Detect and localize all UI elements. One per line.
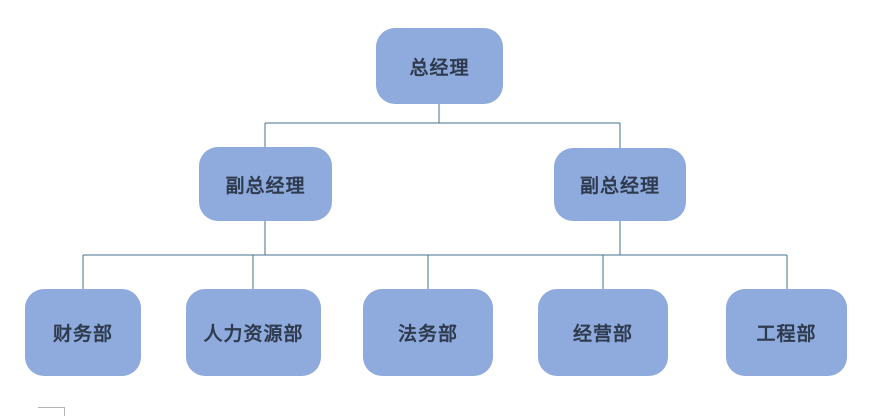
org-node-general-manager[interactable]: 总经理 bbox=[376, 28, 503, 104]
node-label-hr-dept: 人力资源部 bbox=[203, 324, 304, 345]
node-label-finance-dept: 财务部 bbox=[52, 324, 113, 345]
org-node-engineering-dept[interactable]: 工程部 bbox=[726, 289, 847, 376]
org-node-deputy-general-manager-left[interactable]: 副总经理 bbox=[199, 147, 332, 221]
org-node-operations-dept[interactable]: 经营部 bbox=[538, 289, 668, 376]
node-label-deputy-general-manager-right: 副总经理 bbox=[579, 176, 660, 197]
org-node-hr-dept[interactable]: 人力资源部 bbox=[186, 289, 321, 376]
node-label-general-manager: 总经理 bbox=[409, 57, 470, 79]
org-node-legal-dept[interactable]: 法务部 bbox=[363, 289, 493, 376]
cropped-object-corner bbox=[38, 407, 65, 416]
org-node-deputy-general-manager-right[interactable]: 副总经理 bbox=[554, 148, 686, 221]
node-label-engineering-dept: 工程部 bbox=[756, 324, 817, 345]
node-label-operations-dept: 经营部 bbox=[572, 324, 633, 345]
node-label-legal-dept: 法务部 bbox=[397, 324, 458, 345]
org-node-finance-dept[interactable]: 财务部 bbox=[25, 289, 141, 376]
node-label-deputy-general-manager-left: 副总经理 bbox=[225, 175, 306, 197]
